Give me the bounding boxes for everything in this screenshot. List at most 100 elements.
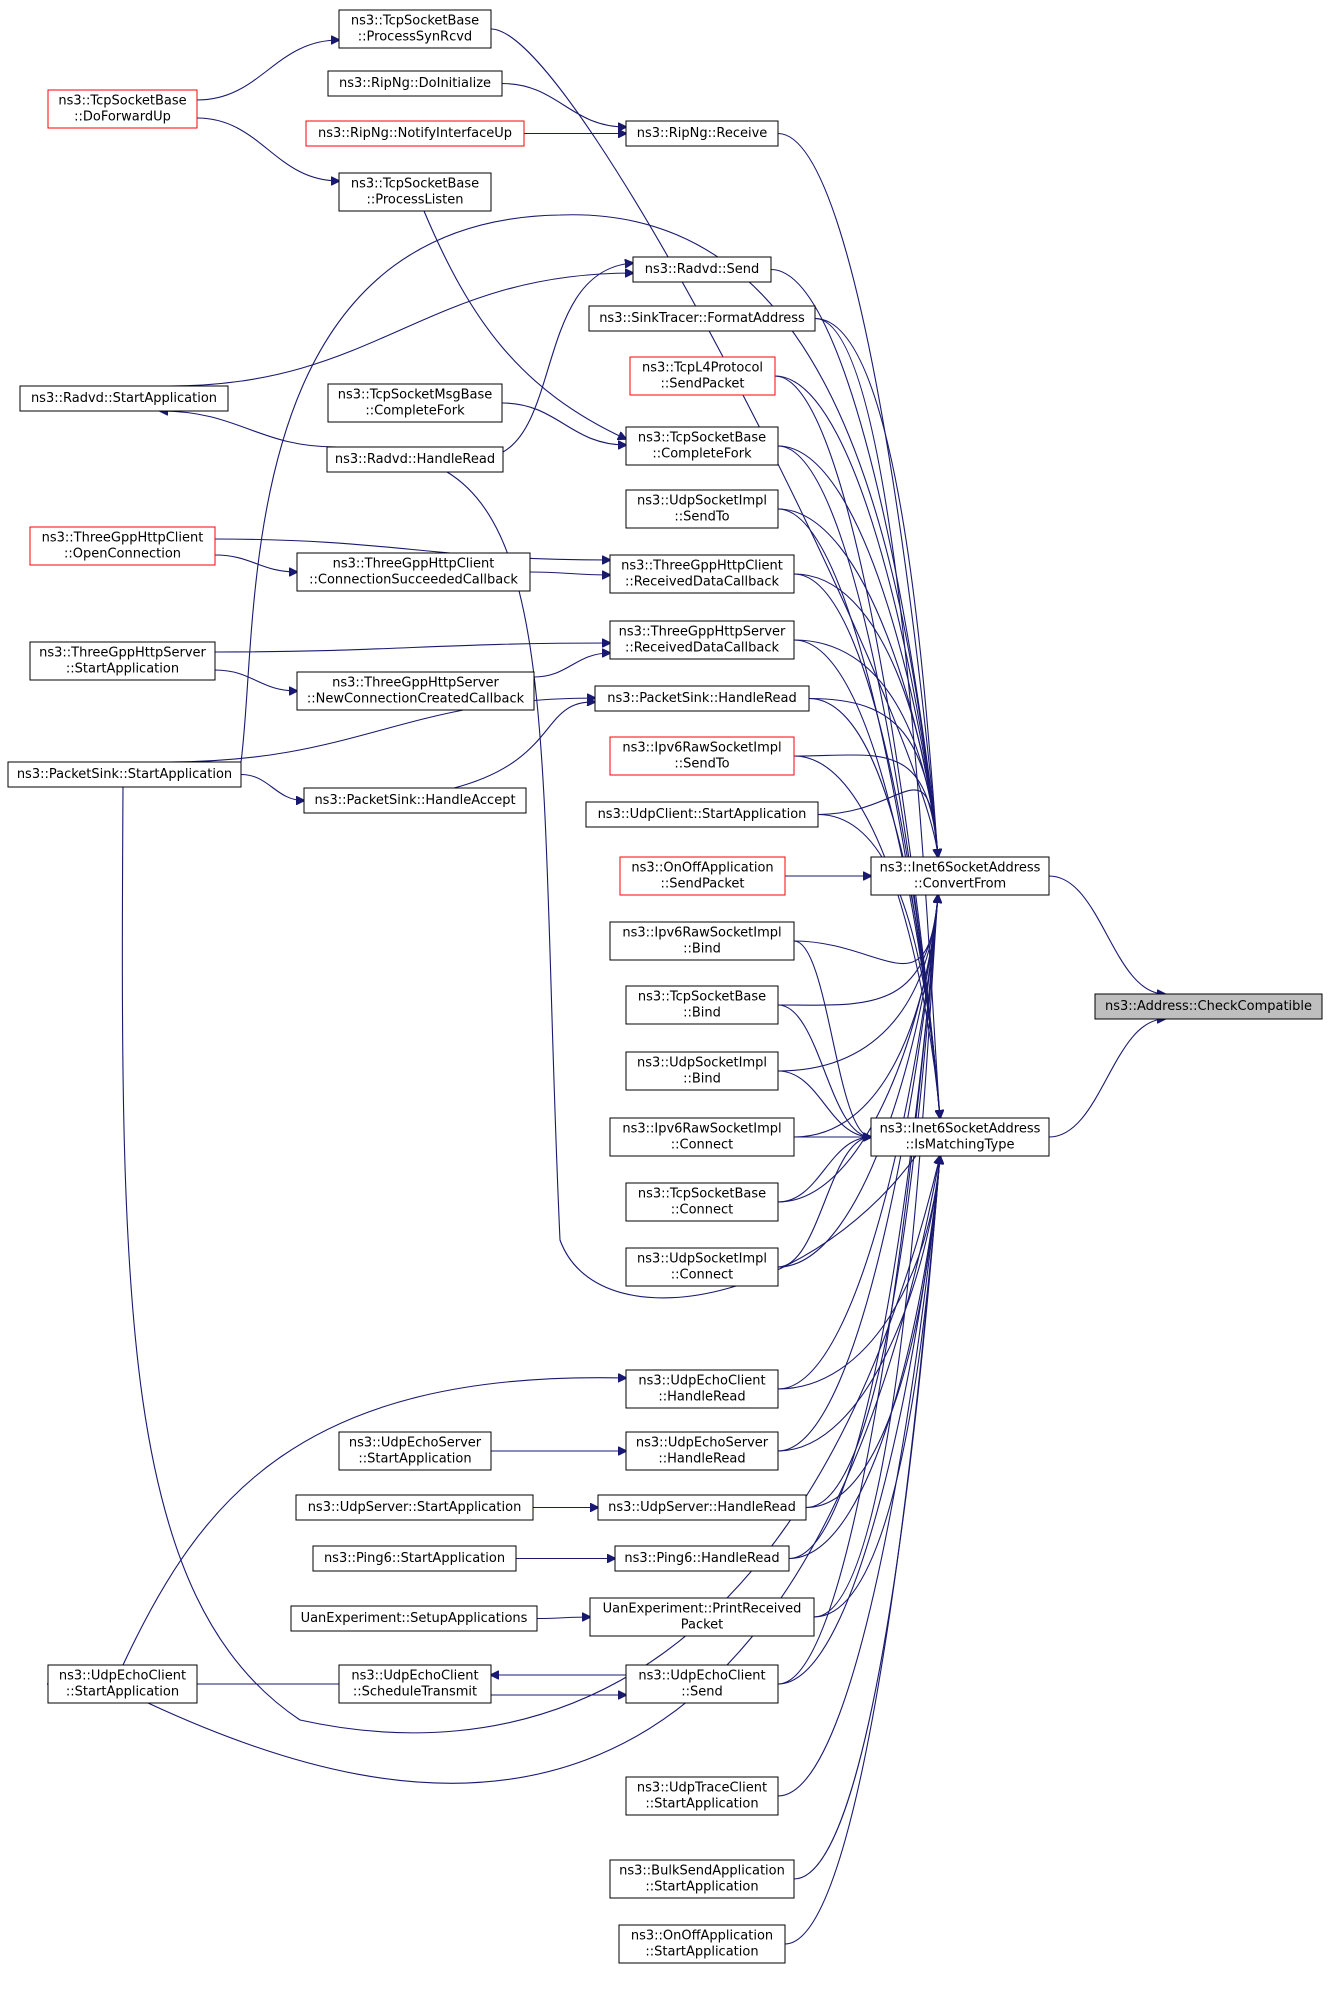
node-convert-from[interactable]: ns3::Inet6SocketAddress::ConvertFrom (870, 856, 1050, 896)
node-label-line: ns3::OnOffApplication (631, 861, 773, 876)
node-sink-accept[interactable]: ns3::PacketSink::HandleAccept (303, 787, 527, 814)
edge-ipv6Bind-convertfrom (793, 895, 938, 965)
node-process-listen[interactable]: ns3::TcpSocketBase::ProcessListen (338, 172, 492, 212)
edge-sinkstart-accept (240, 773, 304, 801)
node-http-server-new[interactable]: ns3::ThreeGppHttpServer::NewConnectionCr… (296, 671, 535, 711)
node-radvd-read[interactable]: ns3::Radvd::HandleRead (326, 446, 504, 473)
node-udp-server-start[interactable]: ns3::UdpServer::StartApplication (295, 1494, 534, 1521)
edge-tcpFork-convertfrom (777, 445, 938, 857)
node-box (625, 1776, 779, 1816)
edge-udpClientStart-ismatching (817, 813, 940, 1119)
node-udp-client-start[interactable]: ns3::UdpClient::StartApplication (585, 801, 819, 828)
node-onoff-start[interactable]: ns3::OnOffApplication::StartApplication (618, 1924, 786, 1964)
node-http-client-conn[interactable]: ns3::ThreeGppHttpClient::ConnectionSucce… (296, 552, 531, 592)
node-tcp-l4-send[interactable]: ns3::TcpL4Protocol::SendPacket (629, 356, 776, 396)
node-target[interactable]: ns3::Address::CheckCompatible (1094, 993, 1323, 1020)
node-box (614, 1545, 790, 1572)
node-box (7, 761, 242, 788)
node-box (609, 736, 795, 776)
edge-echostart-read (122, 1378, 626, 1666)
node-http-server-recv[interactable]: ns3::ThreeGppHttpServer::ReceivedDataCal… (609, 620, 795, 660)
node-sink-read[interactable]: ns3::PacketSink::HandleRead (594, 685, 810, 712)
node-http-client-open[interactable]: ns3::ThreeGppHttpClient::OpenConnection (29, 526, 216, 566)
node-tcp-bind[interactable]: ns3::TcpSocketBase::Bind (625, 985, 779, 1025)
nodes: ns3::Address::CheckCompatiblens3::Inet6S… (7, 9, 1323, 1964)
node-label-line: ns3::UdpTraceClient (637, 1781, 767, 1796)
node-box (625, 1664, 779, 1704)
edge-processlisten-fork (423, 210, 626, 439)
node-echo-client-read[interactable]: ns3::UdpEchoClient::HandleRead (625, 1369, 779, 1409)
edge-conn-recv (529, 572, 610, 575)
node-bulk-send-start[interactable]: ns3::BulkSendApplication::StartApplicati… (609, 1859, 795, 1899)
node-box (338, 172, 492, 212)
node-radvd-send[interactable]: ns3::Radvd::Send (632, 256, 772, 283)
node-box (29, 641, 216, 681)
node-label-line: ns3::TcpSocketBase (638, 431, 766, 446)
edge-sinkTracer-convertfrom (814, 317, 938, 858)
node-echo-server-start[interactable]: ns3::UdpEchoServer::StartApplication (338, 1431, 492, 1471)
node-uan-setup[interactable]: UanExperiment::SetupApplications (290, 1605, 538, 1632)
node-label-line: ns3::ThreeGppHttpServer (332, 676, 499, 691)
node-radvd-start[interactable]: ns3::Radvd::StartApplication (19, 385, 229, 412)
node-rip-receive[interactable]: ns3::RipNg::Receive (625, 120, 779, 147)
node-box (619, 856, 786, 896)
node-ipv6-connect[interactable]: ns3::Ipv6RawSocketImpl::Connect (609, 1117, 795, 1157)
node-box (625, 1369, 779, 1409)
node-box (629, 356, 776, 396)
edge-udpClientStart-convertfrom (817, 789, 938, 857)
edge-udpServerRead-convertfrom (805, 895, 938, 1509)
node-label-line: ::HandleRead (658, 1452, 745, 1467)
node-do-forward-up[interactable]: ns3::TcpSocketBase::DoForwardUp (47, 89, 198, 129)
node-label-line: Packet (681, 1618, 724, 1633)
node-label-line: ns3::PacketSink::HandleRead (607, 691, 796, 706)
node-udp-send-to[interactable]: ns3::UdpSocketImpl::SendTo (625, 489, 779, 529)
node-ipv6-bind[interactable]: ns3::Ipv6RawSocketImpl::Bind (609, 921, 795, 961)
node-rip-notify[interactable]: ns3::RipNg::NotifyInterfaceUp (305, 120, 525, 147)
node-box (338, 9, 492, 49)
edge-sinkstart-convertfrom (240, 214, 938, 857)
node-udp-bind[interactable]: ns3::UdpSocketImpl::Bind (625, 1051, 779, 1091)
node-sink-tracer[interactable]: ns3::SinkTracer::FormatAddress (588, 305, 816, 332)
node-echo-server-read[interactable]: ns3::UdpEchoServer::HandleRead (625, 1431, 779, 1471)
node-label-line: ns3::TcpSocketBase (638, 990, 766, 1005)
node-http-server-start[interactable]: ns3::ThreeGppHttpServer::StartApplicatio… (29, 641, 216, 681)
node-sink-start[interactable]: ns3::PacketSink::StartApplication (7, 761, 242, 788)
node-is-matching[interactable]: ns3::Inet6SocketAddress::IsMatchingType (870, 1117, 1050, 1157)
node-box (625, 1182, 779, 1222)
node-http-client-recv[interactable]: ns3::ThreeGppHttpClient::ReceivedDataCal… (609, 554, 795, 594)
node-label-line: ns3::Ping6::StartApplication (324, 1551, 505, 1566)
node-ping-read[interactable]: ns3::Ping6::HandleRead (614, 1545, 790, 1572)
node-process-syn-rcvd[interactable]: ns3::TcpSocketBase::ProcessSynRcvd (338, 9, 492, 49)
node-echo-client-send[interactable]: ns3::UdpEchoClient::Send (625, 1664, 779, 1704)
node-tcp-fork[interactable]: ns3::TcpSocketBase::CompleteFork (625, 426, 779, 466)
node-label-line: ns3::Ping6::HandleRead (624, 1551, 779, 1566)
edge-udpBind-ismatching (777, 1070, 871, 1137)
edge-pingRead-ismatching (788, 1156, 940, 1560)
node-tcp-connect[interactable]: ns3::TcpSocketBase::Connect (625, 1182, 779, 1222)
node-label-line: ns3::PacketSink::HandleAccept (314, 793, 515, 808)
node-label-line: ::SendTo (674, 510, 729, 525)
edges (48, 28, 1165, 1945)
node-box (625, 1051, 779, 1091)
node-ping-start[interactable]: ns3::Ping6::StartApplication (312, 1545, 517, 1572)
node-tcp-msg-fork[interactable]: ns3::TcpSocketMsgBase::CompleteFork (327, 383, 503, 423)
edge-tcpBind-ismatching (777, 1004, 871, 1137)
node-label-line: ns3::TcpL4Protocol (642, 361, 763, 376)
node-trace-client-start[interactable]: ns3::UdpTraceClient::StartApplication (625, 1776, 779, 1816)
node-echo-client-start[interactable]: ns3::UdpEchoClient::StartApplication (47, 1664, 198, 1704)
edge-doforwardup-synrcvd (196, 40, 339, 101)
node-ipv6-send-to[interactable]: ns3::Ipv6RawSocketImpl::SendTo (609, 736, 795, 776)
edge-ipv6Bind-ismatching (793, 940, 871, 1137)
node-echo-client-sched[interactable]: ns3::UdpEchoClient::ScheduleTransmit (338, 1664, 492, 1704)
node-udp-connect[interactable]: ns3::UdpSocketImpl::Connect (625, 1247, 779, 1287)
edge-sinkRead-convertfrom (808, 697, 938, 858)
node-onoff-send[interactable]: ns3::OnOffApplication::SendPacket (619, 856, 786, 896)
node-box (338, 1431, 492, 1471)
node-label-line: ::StartApplication (645, 1880, 758, 1895)
node-udp-server-read[interactable]: ns3::UdpServer::HandleRead (597, 1494, 807, 1521)
node-label-line: ::Connect (671, 1138, 734, 1153)
node-label-line: ns3::Radvd::HandleRead (335, 452, 495, 467)
node-rip-do-init[interactable]: ns3::RipNg::DoInitialize (327, 70, 503, 97)
edge-echoClientRead-ismatching (777, 1156, 940, 1390)
